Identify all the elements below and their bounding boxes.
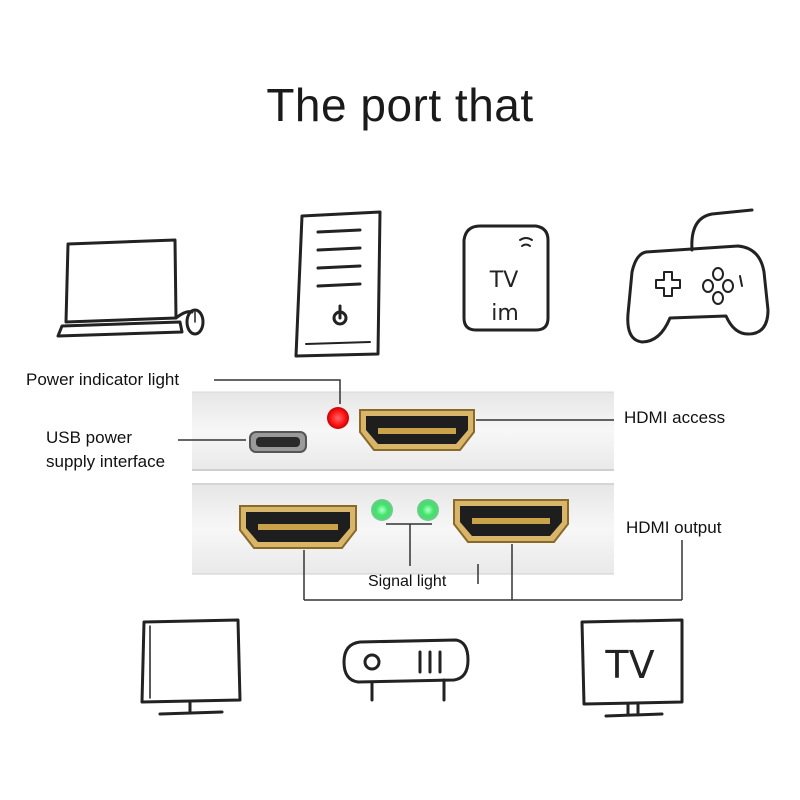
tv-icon-text: TV bbox=[604, 643, 654, 687]
callout-lines bbox=[178, 379, 683, 601]
signal-led-1 bbox=[371, 499, 393, 521]
power-indicator-led bbox=[327, 407, 349, 429]
hdmi-output-label: HDMI output bbox=[626, 518, 722, 537]
tv-box-icon bbox=[462, 224, 550, 332]
hdmi-output-port-1 bbox=[239, 505, 357, 549]
tv-box-text-line1: TV bbox=[489, 268, 519, 293]
tv-icon bbox=[580, 618, 684, 718]
usb-power-label-line1: USB power bbox=[46, 428, 132, 447]
usb-power-label-line2: supply interface bbox=[46, 452, 166, 471]
signal-light-label: Signal light bbox=[368, 573, 447, 590]
hdmi-output-port-2 bbox=[453, 499, 569, 543]
hdmi-access-label: HDMI access bbox=[624, 408, 726, 427]
projector-icon bbox=[342, 638, 470, 702]
tv-box-text-line2: im bbox=[491, 301, 519, 326]
game-controller-icon bbox=[626, 208, 770, 344]
page-title: The port that bbox=[266, 79, 534, 131]
power-indicator-label: Power indicator light bbox=[26, 370, 180, 389]
hdmi-input-port bbox=[359, 409, 475, 451]
laptop-icon bbox=[56, 238, 205, 338]
usb-port bbox=[249, 431, 307, 453]
pc-tower-icon bbox=[294, 210, 382, 358]
monitor-icon bbox=[140, 618, 242, 716]
signal-led-2 bbox=[417, 499, 439, 521]
